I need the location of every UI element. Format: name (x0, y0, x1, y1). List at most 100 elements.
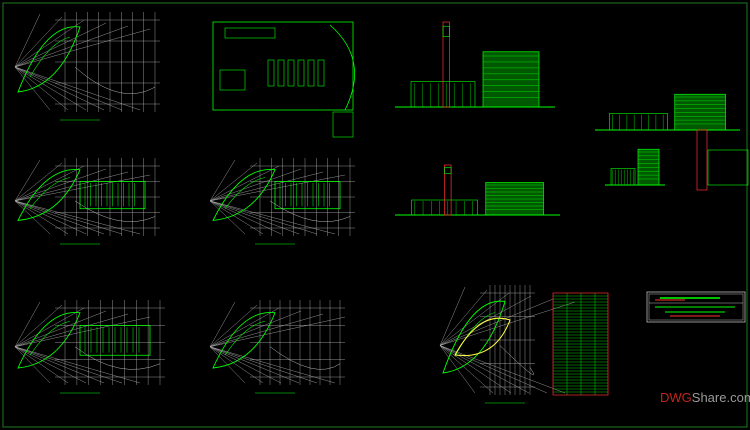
radial-line (439, 286, 466, 346)
radial-line (209, 346, 282, 384)
tower (442, 21, 450, 108)
radial-line (14, 159, 41, 202)
boat-hull (17, 169, 81, 221)
facade-block (674, 93, 726, 131)
radial-line (14, 346, 69, 384)
radial-line (14, 304, 63, 347)
radial-line (14, 200, 141, 235)
radial-line (439, 345, 548, 394)
radial-line (14, 66, 69, 111)
boat-deck (224, 177, 266, 209)
low-block (609, 113, 668, 131)
tower-sign (442, 25, 450, 37)
facade-block (482, 51, 540, 108)
site-road (329, 24, 355, 111)
radial-line (209, 200, 300, 235)
radial-line (14, 307, 85, 347)
boat-deck (454, 312, 496, 357)
radial-line (209, 346, 336, 384)
radial-line (14, 28, 151, 68)
boat-hull (212, 312, 276, 369)
radial-line (209, 346, 300, 384)
low-block (610, 168, 636, 186)
radial-line (14, 66, 141, 111)
site-boundary (212, 21, 354, 111)
curve-wall (269, 200, 351, 222)
curve-wall (74, 346, 161, 370)
radial-line (209, 316, 346, 347)
radial-line (14, 346, 87, 384)
radial-line (209, 159, 236, 202)
radial-line (14, 162, 63, 202)
parking-row (287, 59, 295, 87)
radial-line (14, 346, 105, 384)
radial-line (439, 289, 488, 346)
title-block (646, 291, 746, 323)
radial-line (209, 165, 280, 202)
curve-wall (74, 200, 156, 222)
watermark-dwg: DWG (660, 390, 692, 405)
parking-row (267, 59, 275, 87)
radial-line (14, 25, 129, 68)
radial-line (209, 200, 282, 235)
radial-line (209, 304, 258, 347)
radial-line (439, 345, 494, 394)
radial-line (439, 345, 512, 394)
curve-wall (269, 346, 341, 370)
radial-line (209, 200, 336, 235)
site-building (224, 27, 276, 39)
boat-hull (17, 26, 81, 93)
boat-deck (224, 320, 266, 356)
radial-line (14, 13, 41, 68)
radial-line (439, 298, 554, 346)
tower-sign (444, 167, 452, 174)
facade-block (707, 149, 749, 186)
radial-line (209, 200, 264, 235)
facade-block (485, 182, 544, 216)
radial-line (14, 19, 85, 68)
radial-line (14, 22, 107, 68)
title-block-inner (648, 293, 744, 321)
tower (696, 129, 708, 191)
radial-line (14, 316, 151, 347)
boat-hull (442, 300, 506, 374)
tower (444, 164, 452, 216)
boat-deck (29, 36, 71, 78)
radial-line (14, 165, 85, 202)
parking-row (277, 59, 285, 87)
legend-table (332, 111, 354, 138)
boat-deck (29, 320, 71, 356)
site-building (219, 69, 246, 91)
radial-line (14, 16, 63, 68)
radial-line (14, 346, 123, 384)
building-outline (79, 180, 146, 210)
radial-line (14, 200, 123, 235)
parking-row (297, 59, 305, 87)
radial-line (209, 346, 264, 384)
radial-line (209, 162, 258, 202)
curve-wall (74, 66, 156, 94)
watermark-share: Share.com (691, 390, 750, 405)
radial-line (209, 346, 318, 384)
radial-line (439, 301, 576, 346)
watermark: DWGShare.com (660, 390, 750, 405)
parking-row (317, 59, 325, 87)
radial-line (439, 292, 510, 346)
radial-line (14, 301, 41, 347)
radial-line (209, 200, 318, 235)
radial-line (14, 174, 151, 202)
radial-line (14, 66, 105, 111)
radial-line (14, 200, 69, 235)
radial-line (14, 200, 87, 235)
radial-line (209, 174, 346, 202)
boat-hull (212, 169, 276, 221)
building-outline (79, 325, 151, 356)
radial-line (209, 168, 302, 202)
boat-hull (17, 312, 81, 369)
radial-line (439, 295, 532, 346)
radial-line (14, 66, 123, 111)
radial-line (209, 310, 302, 347)
